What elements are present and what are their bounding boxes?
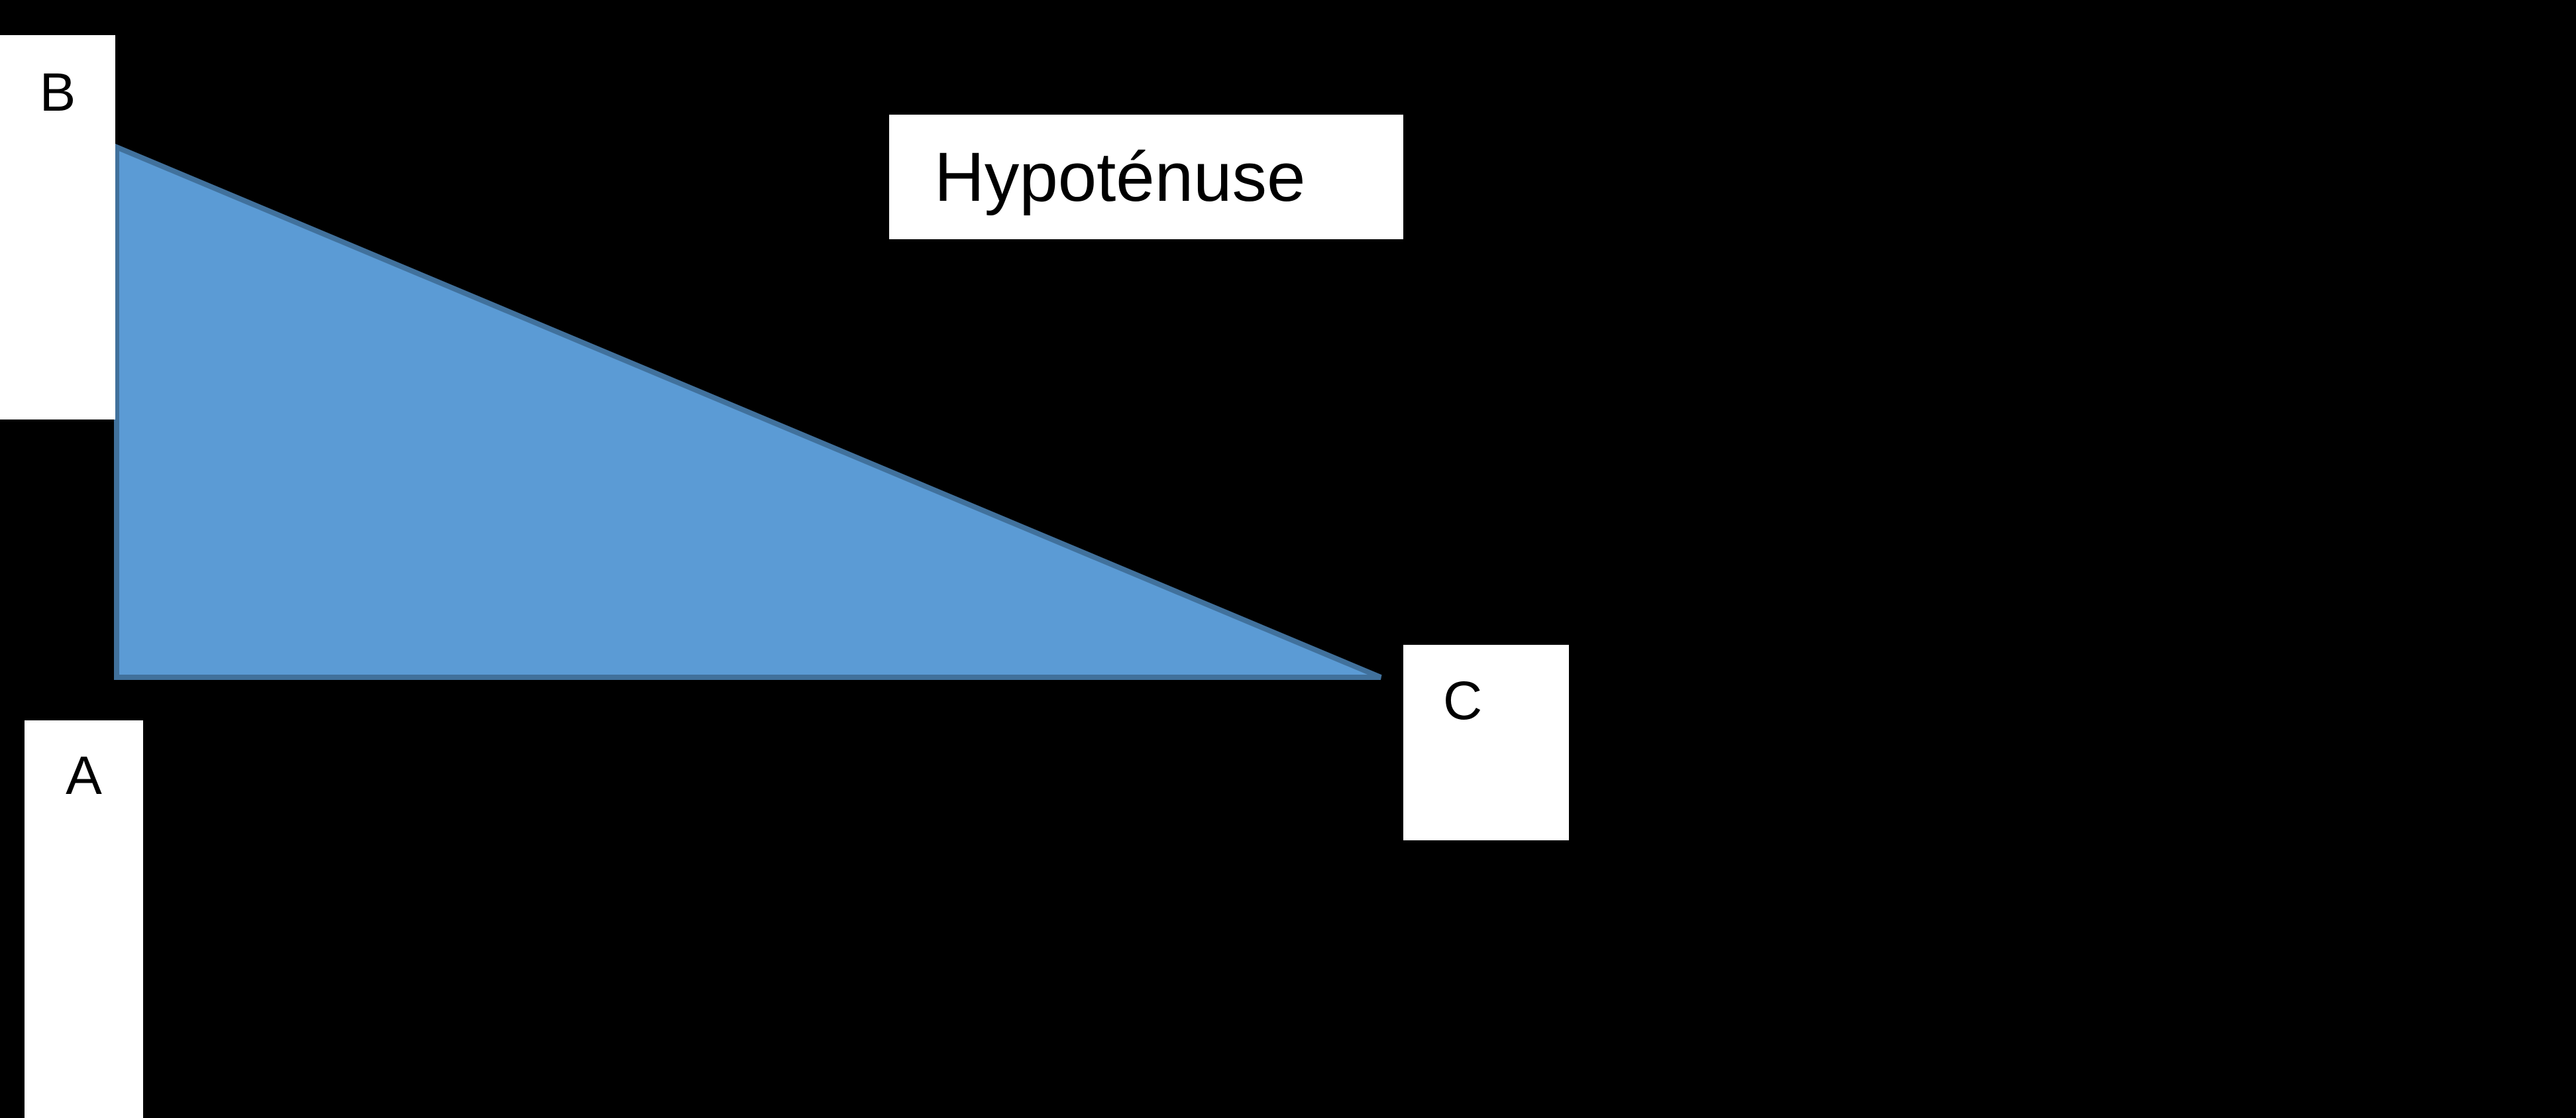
vertex-label-box-b: B: [0, 35, 115, 419]
side-label-hypotenuse: Hypoténuse: [934, 138, 1306, 216]
vertex-label-b: B: [39, 62, 76, 123]
vertex-label-box-a: A: [25, 720, 143, 1118]
vertex-label-c: C: [1443, 671, 1483, 731]
right-triangle-shape: [114, 142, 1382, 680]
side-label-box-hypotenuse: Hypoténuse: [889, 115, 1403, 239]
vertex-label-a: A: [66, 746, 102, 806]
vertex-label-box-c: C: [1403, 645, 1569, 840]
